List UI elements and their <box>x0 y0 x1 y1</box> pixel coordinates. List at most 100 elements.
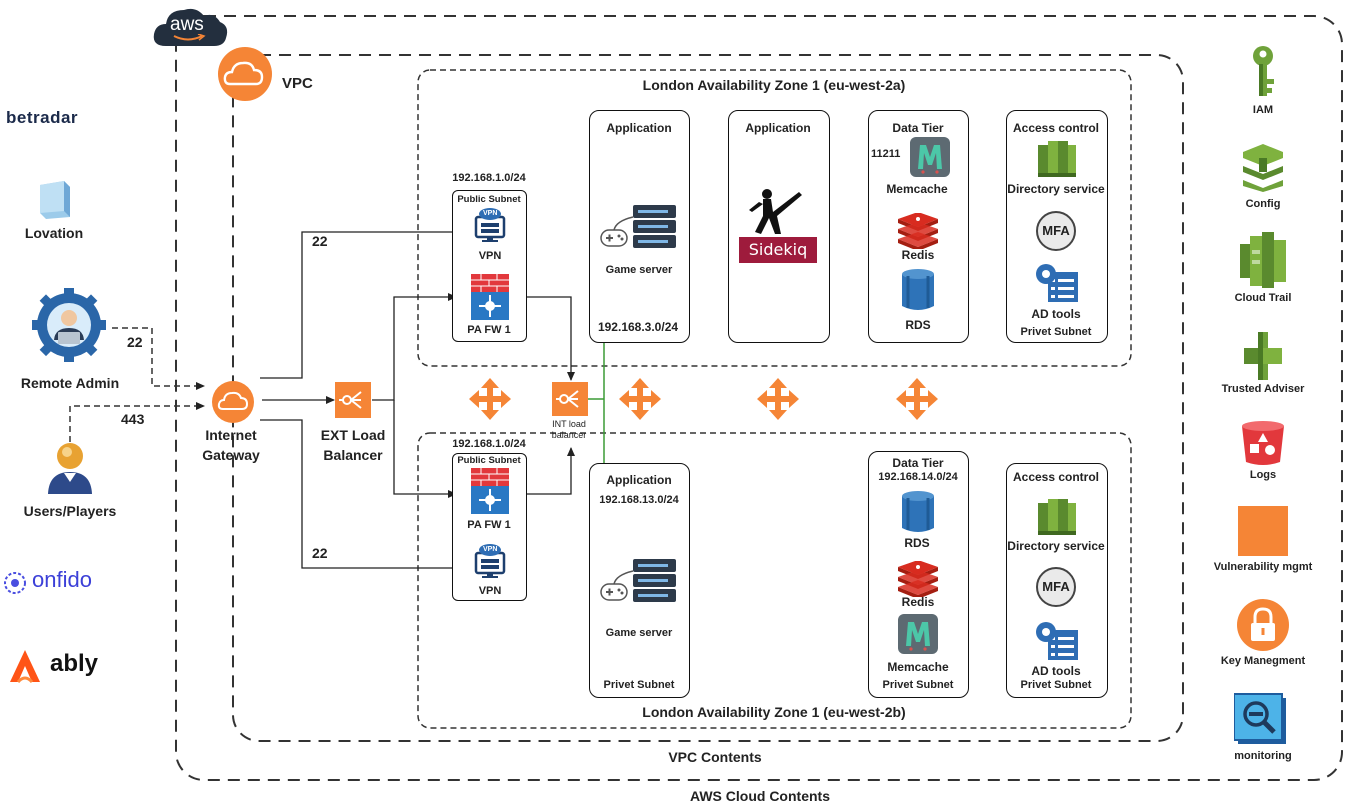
directory-service-icon <box>1036 495 1078 537</box>
zone-b-fw-label: PA FW 1 <box>467 519 511 531</box>
monitoring-label: monitoring <box>1234 750 1292 762</box>
vpn-badge: VPN <box>483 210 498 217</box>
port-22-bottom: 22 <box>312 545 328 561</box>
trusted-adviser-label: Trusted Adviser <box>1221 383 1305 395</box>
zone-b-directory: Directory service <box>1007 539 1105 553</box>
vpn-icon: VPN <box>474 543 506 579</box>
zone-a-fw-label: PA FW 1 <box>467 324 511 336</box>
int-load-balancer-icon <box>552 382 588 416</box>
aws-logo: aws <box>150 2 230 50</box>
monitoring-icon <box>1233 692 1290 746</box>
zone-b-access-title: Access control <box>1012 470 1100 484</box>
zone-a-directory: Directory service <box>1007 182 1105 196</box>
sidekiq-text: Sidekiq <box>748 240 808 259</box>
memcache-port: 11211 <box>871 148 901 160</box>
redis-icon <box>896 560 940 599</box>
key-management-label: Key Manegment <box>1220 655 1306 667</box>
zone-b-redis: Redis <box>901 595 935 609</box>
zone-a-public-subnet-label: Public Subnet <box>457 194 521 205</box>
fw-a-to-intlb <box>520 296 575 381</box>
zone-a-memcache: Memcache <box>886 182 948 196</box>
onfido-icon <box>2 570 28 596</box>
firewall-icon <box>471 274 509 320</box>
int-lb-line1: INT load <box>552 419 586 429</box>
lovation-icon <box>36 177 74 221</box>
ably-icon <box>8 648 42 686</box>
zone-b-rds: RDS <box>904 536 930 550</box>
onfido-logo: onfido <box>32 567 92 592</box>
zone-b-app-privet: Privet Subnet <box>603 679 675 691</box>
ably-logo: ably <box>50 650 99 677</box>
zone-a-frame <box>417 69 1132 367</box>
zone-b-game-server: Game server <box>605 627 673 639</box>
mfa-icon: MFA <box>1035 210 1077 252</box>
ad-tools-icon <box>1034 262 1080 304</box>
mfa-icon: MFA <box>1035 566 1077 608</box>
zone-a-privet-subnet: Privet Subnet <box>1020 326 1092 338</box>
config-icon <box>1239 140 1287 192</box>
ext-lb-line2: Balancer <box>323 447 383 463</box>
zone-b-title: London Availability Zone 1 (eu-west-2b) <box>642 704 906 720</box>
redis-icon <box>896 212 940 251</box>
vulnerability-label: Vulnerability mgmt <box>1213 561 1313 573</box>
vulnerability-icon <box>1238 506 1288 556</box>
vpn-icon: VPN <box>474 207 506 243</box>
sidekiq-logo: Sidekiq <box>739 186 819 266</box>
mfa-text: MFA <box>1042 579 1070 594</box>
cloud-trail-icon <box>1238 230 1288 290</box>
memcache-icon <box>898 614 938 654</box>
zone-a-rds: RDS <box>905 318 931 332</box>
ext-load-balancer-icon <box>335 382 371 418</box>
ext-lb-line1: EXT Load <box>320 427 386 443</box>
gw-to-vpn-b <box>260 419 473 572</box>
int-lb-label: INT load balancer <box>552 419 587 441</box>
zone-a-title: London Availability Zone 1 (eu-west-2a) <box>642 77 906 93</box>
zone-a-ad-tools: AD tools <box>1031 307 1081 321</box>
zone-b-vpn-label: VPN <box>478 585 502 597</box>
zone-b-app-cidr: 192.168.13.0/24 <box>599 494 679 506</box>
zone-a-redis: Redis <box>901 248 935 262</box>
users-players-label: Users/Players <box>23 503 117 519</box>
trusted-adviser-icon <box>1240 330 1286 382</box>
zone-a-data-title: Data Tier <box>892 121 944 135</box>
vpc-cloud-icon <box>216 46 274 102</box>
zone-b-app-title: Application <box>606 473 672 487</box>
users-players-icon <box>46 440 94 496</box>
logs-label: Logs <box>1249 469 1277 481</box>
aws-cloud-contents-label: AWS Cloud Contents <box>690 788 830 804</box>
extlb-to-fw-b <box>393 400 457 498</box>
scaling-arrows-icon <box>468 377 512 421</box>
admin-link <box>112 327 205 390</box>
mfa-text: MFA <box>1042 223 1070 238</box>
users-link <box>69 402 205 452</box>
internet-gateway-line1: Internet <box>205 427 257 443</box>
vpc-label: VPC <box>282 75 313 92</box>
rds-icon <box>898 268 938 312</box>
remote-admin-icon <box>30 288 108 362</box>
rds-icon <box>898 490 938 534</box>
logs-icon <box>1240 420 1286 468</box>
sidekiq-banner <box>739 237 817 263</box>
zone-b-memcache: Memcache <box>887 660 949 674</box>
zone-a-app1-cidr: 192.168.3.0/24 <box>597 320 679 334</box>
vpc-contents-label: VPC Contents <box>668 749 762 765</box>
zone-b-ad-tools: AD tools <box>1031 664 1081 678</box>
zone-a-subnet-cidr: 192.168.1.0/24 <box>452 172 526 184</box>
zone-b-ac-privet: Privet Subnet <box>1020 679 1092 691</box>
cloud-trail-label: Cloud Trail <box>1234 292 1292 304</box>
zone-a-app2-title: Application <box>745 121 811 135</box>
aws-logo-text: aws <box>170 14 204 35</box>
memcache-icon <box>910 137 950 177</box>
zone-b-data-cidr: 192.168.14.0/24 <box>878 471 958 483</box>
ad-tools-icon <box>1034 620 1080 662</box>
zone-b-frame <box>417 432 1132 729</box>
zone-a-game-server: Game server <box>605 264 673 276</box>
internet-gateway-line2: Gateway <box>202 447 260 463</box>
users-port-label: 443 <box>121 411 145 427</box>
config-label: Config <box>1245 198 1281 210</box>
directory-service-icon <box>1036 137 1078 179</box>
fw-b-to-intlb <box>520 447 575 495</box>
lovation-label: Lovation <box>24 225 84 241</box>
admin-port-label: 22 <box>127 334 143 350</box>
firewall-icon <box>471 468 509 514</box>
